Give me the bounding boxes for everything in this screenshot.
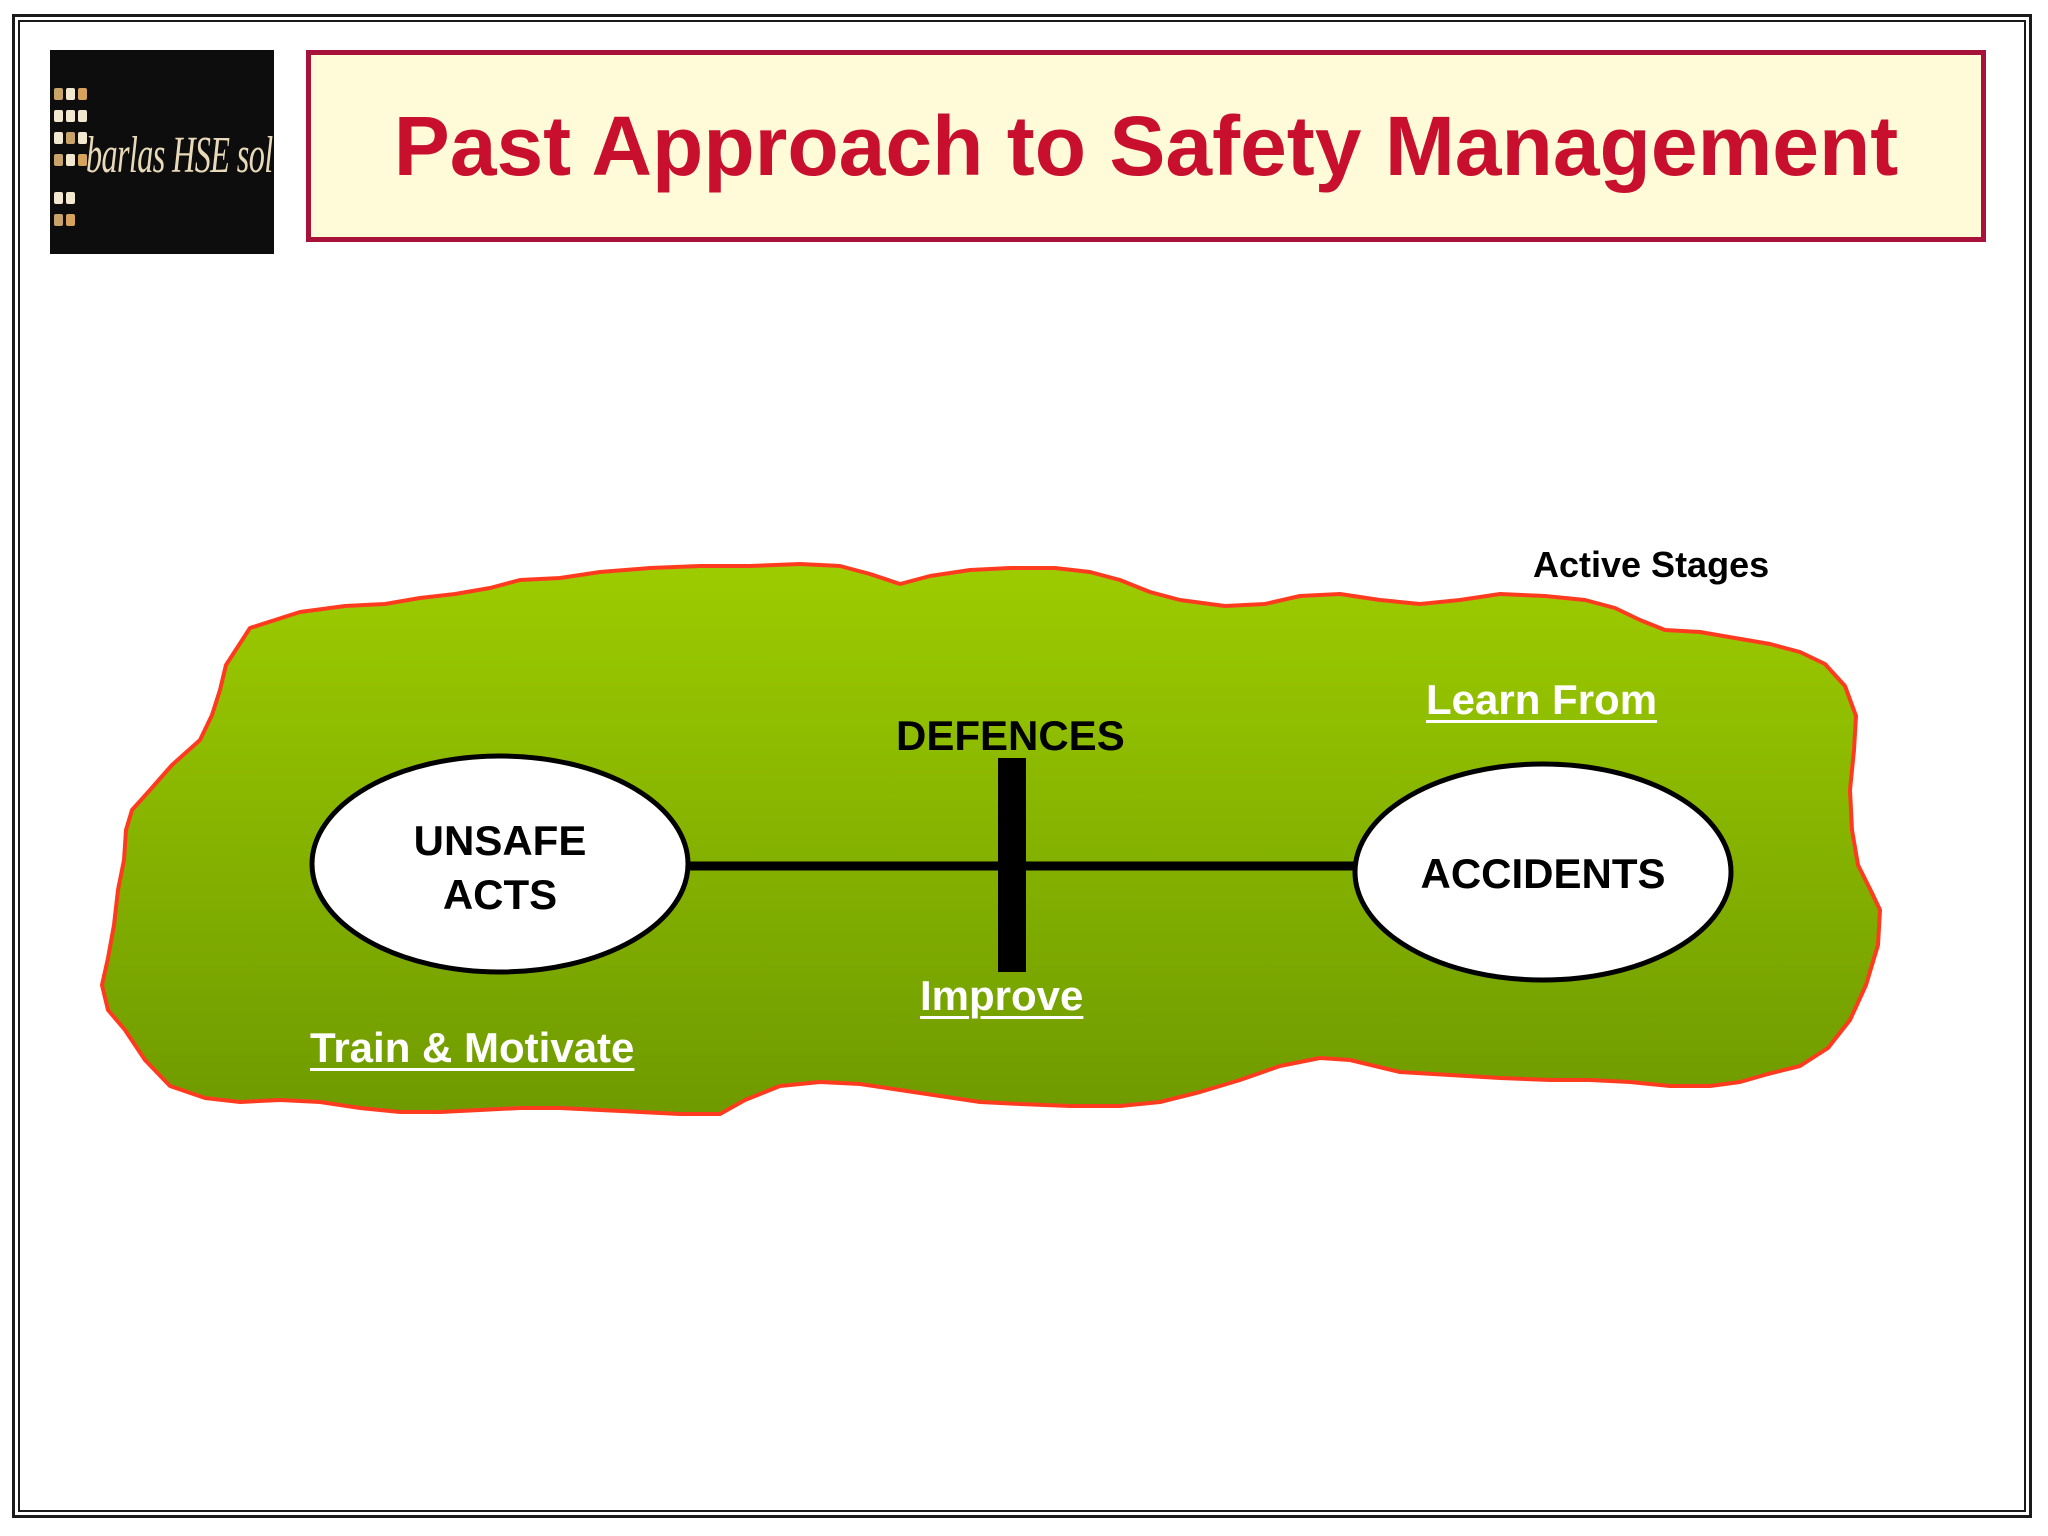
accidents-node <box>1352 761 1734 983</box>
defences-barrier <box>998 758 1026 972</box>
unsafe-acts-label: UNSAFE ACTS <box>320 800 680 935</box>
slide-outer-border <box>12 14 2032 1518</box>
company-logo: barlas HSE solutions <box>50 50 274 254</box>
accidents-text: ACCIDENTS <box>1420 850 1666 897</box>
active-stages-label: Active Stages <box>1533 544 1770 585</box>
learn-from-link: Learn From <box>1426 676 1658 723</box>
unsafe-acts-line2: ACTS <box>442 870 558 918</box>
unsafe-acts-line1: UNSAFE <box>413 816 587 864</box>
page-title: Past Approach to Safety Management <box>393 98 1899 193</box>
title-banner: Past Approach to Safety Management <box>306 50 1986 242</box>
accidents-label: ACCIDENTS <box>1363 844 1723 904</box>
train-motivate-link: Train & Motivate <box>310 1024 635 1071</box>
active-stages-region <box>100 562 1882 1116</box>
slide-inner-border <box>18 20 2026 1512</box>
unsafe-acts-node <box>309 753 691 975</box>
defences-label: DEFENCES <box>896 712 1125 759</box>
improve-link: Improve <box>920 972 1084 1019</box>
